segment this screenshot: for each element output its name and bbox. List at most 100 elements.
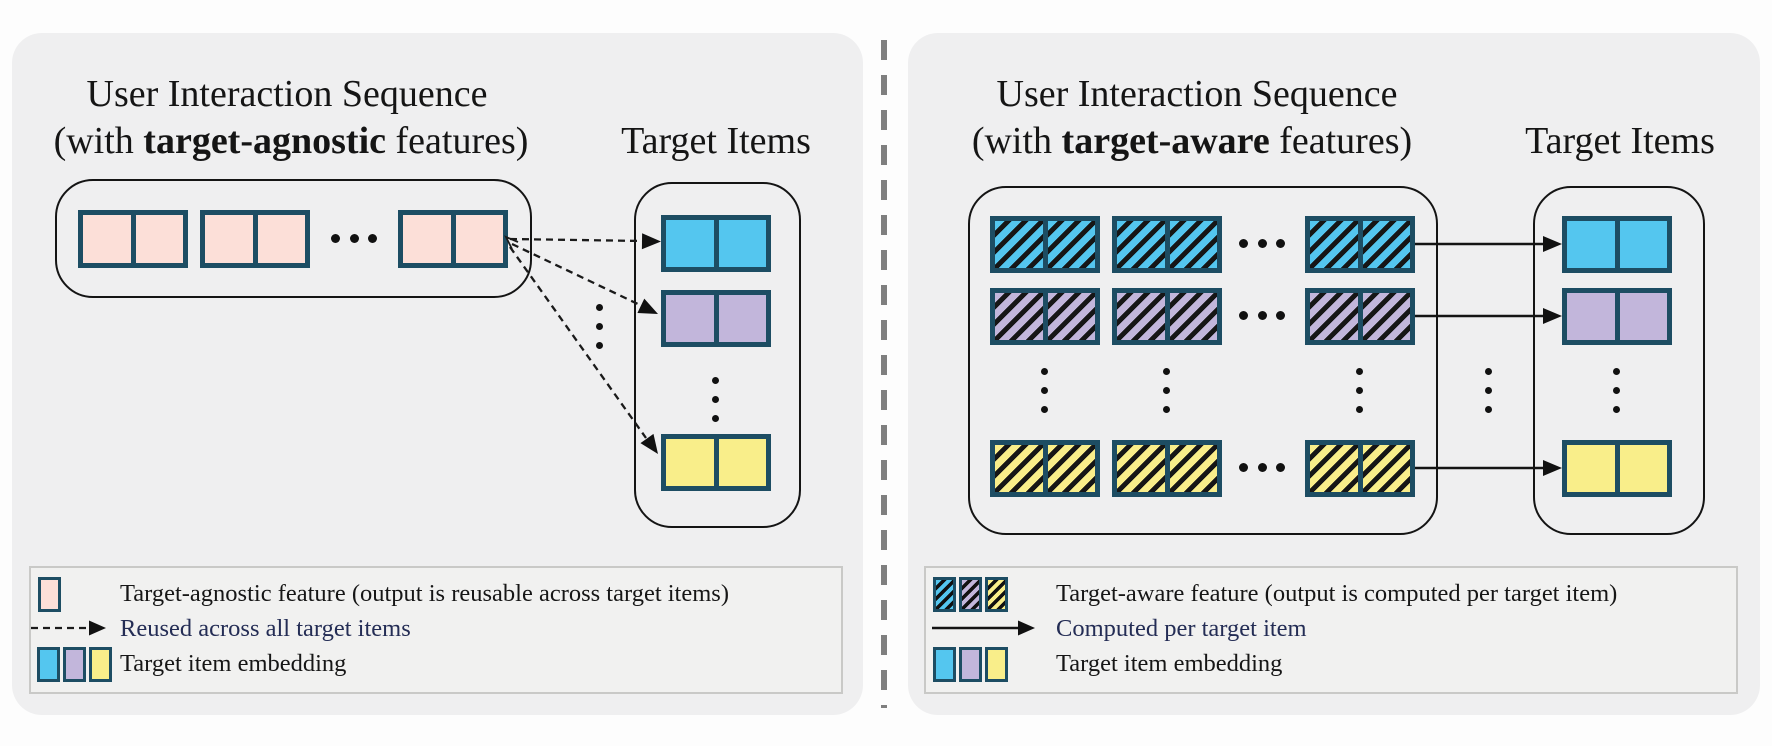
target-items-ellipsis — [712, 377, 719, 422]
legend-pink-swatch — [38, 577, 61, 612]
row-ellipsis — [1239, 311, 1285, 320]
hatched-cell — [1362, 445, 1410, 492]
column-ellipsis — [1356, 368, 1363, 413]
right-title-line2-post: features) — [1269, 120, 1413, 162]
aware-feature-pair-purple — [1112, 288, 1222, 345]
hatched-cell — [1117, 445, 1165, 492]
feature-cell — [257, 215, 305, 263]
target-item-purple — [661, 290, 771, 347]
target-item-blue — [1562, 216, 1672, 273]
aware-feature-pair-yellow — [990, 440, 1100, 497]
embedding-cell — [666, 220, 714, 267]
hatched-cell — [1169, 221, 1217, 268]
arrow-ellipsis — [596, 304, 603, 349]
legend-row3-label: Target item embedding — [120, 650, 347, 677]
legend-row1-label: Target-agnostic feature (output is reusa… — [120, 580, 729, 607]
hatched-cell — [1047, 293, 1095, 340]
aware-feature-pair-purple — [1305, 288, 1415, 345]
legend-hatched-yellow-swatch — [985, 577, 1008, 612]
aware-feature-pair-yellow — [1305, 440, 1415, 497]
hatched-cell — [1047, 445, 1095, 492]
embedding-cell — [1619, 445, 1667, 492]
right-panel: User Interaction Sequence (with target-a… — [908, 33, 1760, 715]
legend-yellow-swatch — [89, 647, 112, 682]
row-ellipsis — [1239, 463, 1285, 472]
aware-feature-pair-purple — [990, 288, 1100, 345]
embedding-cell — [718, 439, 766, 486]
left-title-line2-bold: target-agnostic — [143, 120, 386, 162]
feature-cell — [205, 215, 253, 263]
left-target-items-heading: Target Items — [621, 120, 811, 162]
embedding-cell — [1619, 293, 1667, 340]
feature-cell — [455, 215, 503, 263]
hatched-cell — [995, 221, 1043, 268]
aware-feature-pair-blue — [990, 216, 1100, 273]
left-title-line2: (with target-agnostic features) — [29, 119, 553, 163]
aware-feature-pair-yellow — [1112, 440, 1222, 497]
hatched-cell — [995, 445, 1043, 492]
hatched-cell — [1169, 293, 1217, 340]
embedding-cell — [1567, 293, 1615, 340]
hatched-cell — [1310, 445, 1358, 492]
legend-purple-swatch — [63, 647, 86, 682]
embedding-cell — [718, 220, 766, 267]
sequence-feature-pair — [398, 210, 508, 268]
column-ellipsis — [1163, 368, 1170, 413]
legend-row2-label: Reused across all target items — [120, 615, 411, 642]
hatched-cell — [1362, 293, 1410, 340]
target-item-yellow — [661, 434, 771, 491]
right-legend: Target-aware feature (output is computed… — [924, 566, 1738, 694]
sequence-feature-pair — [200, 210, 310, 268]
legend-row3-label: Target item embedding — [1056, 650, 1283, 677]
left-title-line2-pre: (with — [53, 120, 144, 162]
target-item-yellow — [1562, 440, 1672, 497]
legend-row1-label: Target-aware feature (output is computed… — [1056, 580, 1618, 607]
right-sequence-box — [968, 186, 1438, 535]
hatched-cell — [1362, 221, 1410, 268]
panel-divider-dashed-line — [881, 40, 887, 708]
target-item-purple — [1562, 288, 1672, 345]
column-ellipsis — [1041, 368, 1048, 413]
feature-cell — [135, 215, 183, 263]
legend-hatched-purple-swatch — [959, 577, 982, 612]
sequence-ellipsis — [331, 234, 377, 243]
hatched-cell — [1117, 293, 1165, 340]
hatched-cell — [1047, 221, 1095, 268]
right-title-line2-pre: (with — [971, 120, 1062, 162]
embedding-cell — [718, 295, 766, 342]
aware-feature-pair-blue — [1305, 216, 1415, 273]
left-legend: Target-agnostic feature (output is reusa… — [29, 566, 843, 694]
hatched-cell — [995, 293, 1043, 340]
left-panel: User Interaction Sequence (with target-a… — [12, 33, 863, 715]
left-title-line2-post: features) — [386, 120, 529, 162]
legend-purple-swatch — [959, 647, 982, 682]
target-items-ellipsis — [1613, 368, 1620, 413]
embedding-cell — [1567, 221, 1615, 268]
sequence-feature-pair — [78, 210, 188, 268]
embedding-cell — [666, 439, 714, 486]
right-target-items-box — [1533, 186, 1705, 535]
legend-blue-swatch — [37, 647, 60, 682]
hatched-cell — [1310, 293, 1358, 340]
right-target-items-heading: Target Items — [1525, 120, 1715, 162]
feature-cell — [83, 215, 131, 263]
legend-blue-swatch — [933, 647, 956, 682]
right-title-line2-bold: target-aware — [1061, 120, 1270, 162]
aware-feature-pair-blue — [1112, 216, 1222, 273]
embedding-cell — [1567, 445, 1615, 492]
hatched-cell — [1117, 221, 1165, 268]
embedding-cell — [666, 295, 714, 342]
right-title-line2: (with target-aware features) — [930, 119, 1454, 163]
between-box-ellipsis — [1485, 368, 1492, 413]
hatched-cell — [1169, 445, 1217, 492]
right-title-line1: User Interaction Sequence — [996, 73, 1398, 115]
row-ellipsis — [1239, 239, 1285, 248]
embedding-cell — [1619, 221, 1667, 268]
legend-yellow-swatch — [985, 647, 1008, 682]
feature-cell — [403, 215, 451, 263]
hatched-cell — [1310, 221, 1358, 268]
legend-row2-label: Computed per target item — [1056, 615, 1307, 642]
left-title-line1: User Interaction Sequence — [86, 73, 488, 115]
target-item-blue — [661, 215, 771, 272]
